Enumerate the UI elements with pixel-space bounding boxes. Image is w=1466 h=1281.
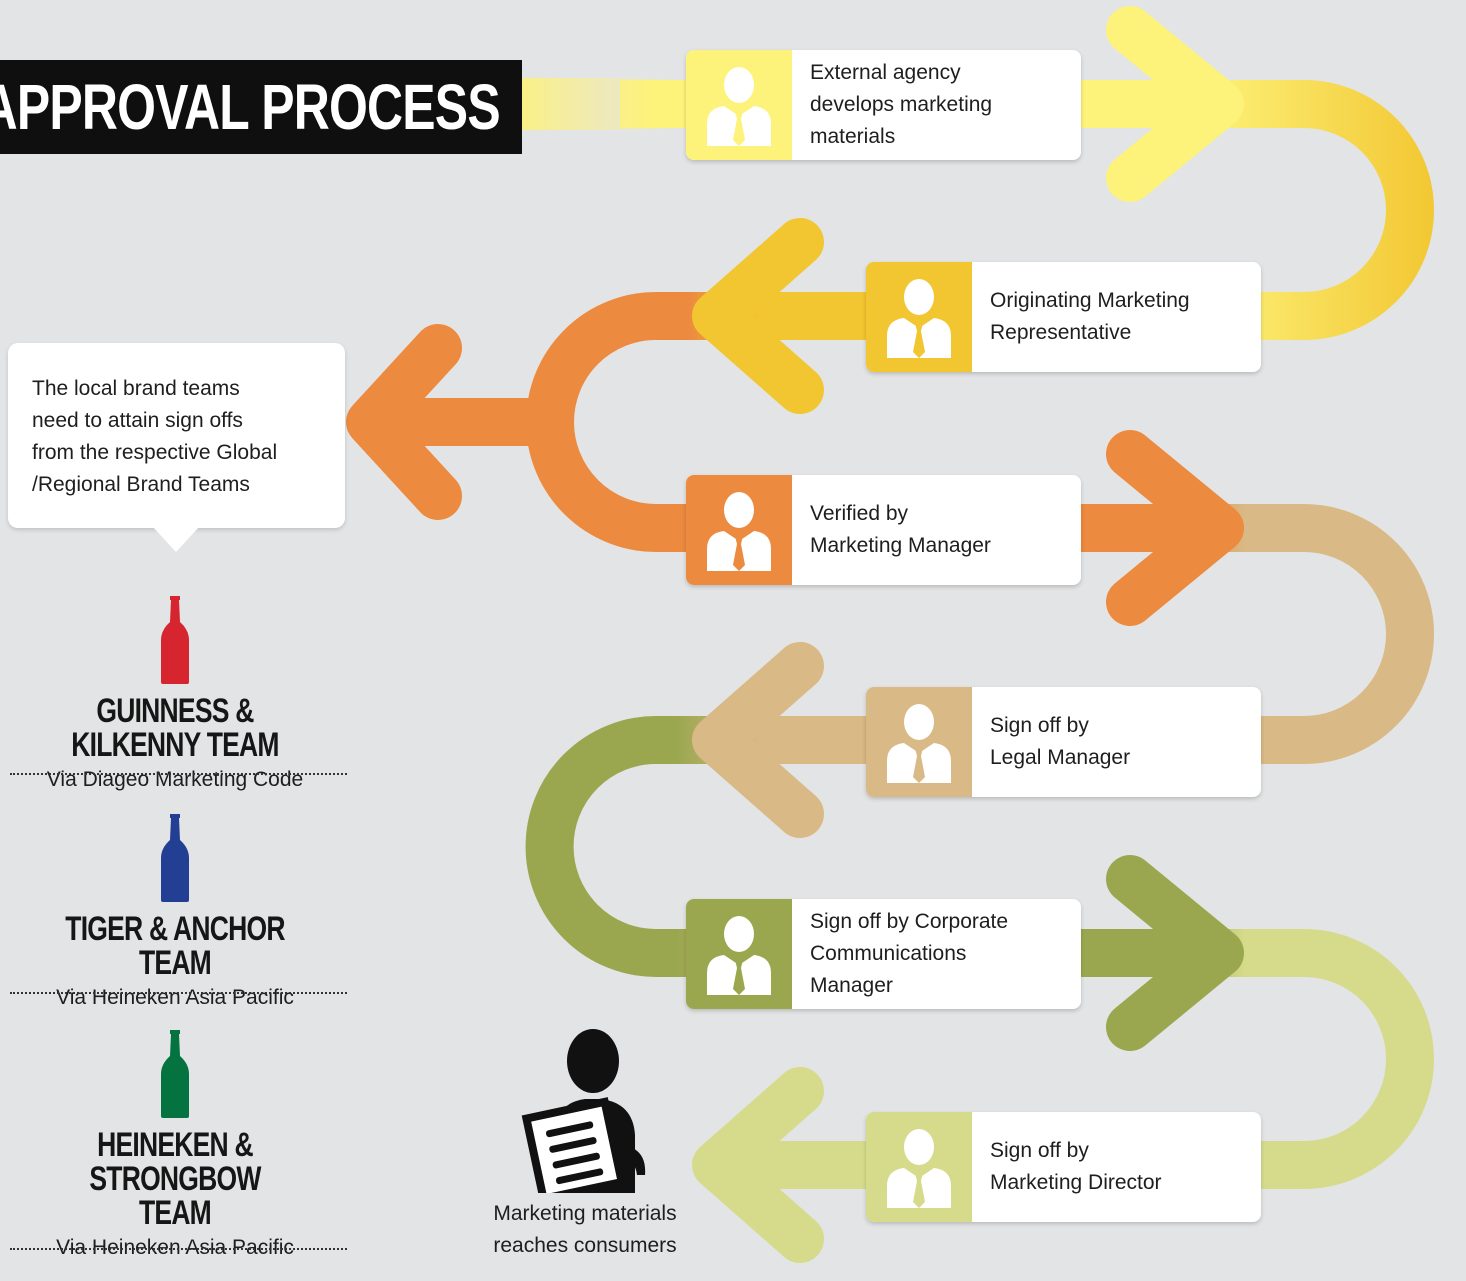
step-card-originating-rep: Originating Marketing Representative — [866, 262, 1261, 372]
title-fade — [500, 78, 680, 130]
callout-text: The local brand teams need to attain sig… — [32, 377, 278, 496]
title-banner: THE APPROVAL PROCESS — [0, 60, 522, 154]
team-name: TIGER & ANCHOR TEAM — [65, 910, 285, 982]
step-label: External agency develops marketing mater… — [810, 61, 993, 148]
step-label: Verified by Marketing Manager — [810, 502, 991, 557]
step-label: Sign off by Corporate Communications Man… — [810, 910, 1009, 997]
step-label: Sign off by Marketing Director — [990, 1139, 1162, 1194]
reader-icon — [521, 1029, 646, 1204]
arrow-head-1 — [1106, 6, 1244, 202]
arrow-head-7 — [692, 1067, 824, 1263]
person-icon — [686, 50, 792, 160]
callout-tail — [152, 526, 200, 552]
team-guinness-kilkenny: GUINNESS & KILKENNY TEAM Via Diageo Mark… — [0, 596, 350, 794]
step-card-legal-manager: Sign off by Legal Manager — [866, 687, 1261, 797]
arrow-head-2 — [692, 218, 824, 414]
bottle-icon — [161, 596, 189, 684]
team-tiger-anchor: TIGER & ANCHOR TEAM Via Heineken Asia Pa… — [0, 814, 350, 1012]
team-divider — [10, 773, 347, 775]
consumer-caption: Marketing materials reaches consumers — [493, 1202, 677, 1257]
person-icon — [686, 899, 792, 1009]
step-card-external-agency: External agency develops marketing mater… — [686, 50, 1081, 160]
arrow-head-5 — [692, 642, 824, 838]
team-divider — [10, 1248, 347, 1250]
step-card-corporate-comms: Sign off by Corporate Communications Man… — [686, 899, 1081, 1009]
step-label: Originating Marketing Representative — [990, 289, 1190, 344]
team-name: HEINEKEN & STRONGBOW TEAM — [89, 1126, 261, 1232]
person-icon — [686, 475, 792, 585]
page-title: THE APPROVAL PROCESS — [0, 71, 501, 143]
flow-turn-4 — [525, 716, 760, 977]
bottle-icon — [161, 814, 189, 902]
flow-turn-3 — [1200, 504, 1434, 764]
flow-turn-5 — [1200, 929, 1434, 1189]
brand-teams-callout: The local brand teams need to attain sig… — [8, 343, 345, 528]
team-subtitle: Via Heineken Asia Pacific — [56, 1236, 294, 1259]
person-icon — [866, 262, 972, 372]
person-icon — [866, 1112, 972, 1222]
step-label: Sign off by Legal Manager — [990, 714, 1131, 769]
step-card-marketing-director: Sign off by Marketing Director — [866, 1112, 1261, 1222]
step-card-marketing-manager: Verified by Marketing Manager — [686, 475, 1081, 585]
team-subtitle: Via Diageo Marketing Code — [46, 768, 304, 791]
team-divider — [10, 992, 347, 994]
team-subtitle: Via Heineken Asia Pacific — [56, 986, 294, 1009]
flow-turn-1 — [1230, 80, 1434, 340]
consumer-block: Marketing materials reaches consumers — [460, 1025, 710, 1262]
bottle-icon — [161, 1030, 189, 1118]
arrow-head-3 — [346, 324, 462, 520]
team-name: GUINNESS & KILKENNY TEAM — [71, 692, 279, 764]
person-icon — [866, 687, 972, 797]
arrow-head-6 — [1106, 855, 1244, 1051]
team-heineken-strongbow: HEINEKEN & STRONGBOW TEAM Via Heineken A… — [0, 1030, 350, 1262]
arrow-head-4 — [1106, 430, 1244, 626]
